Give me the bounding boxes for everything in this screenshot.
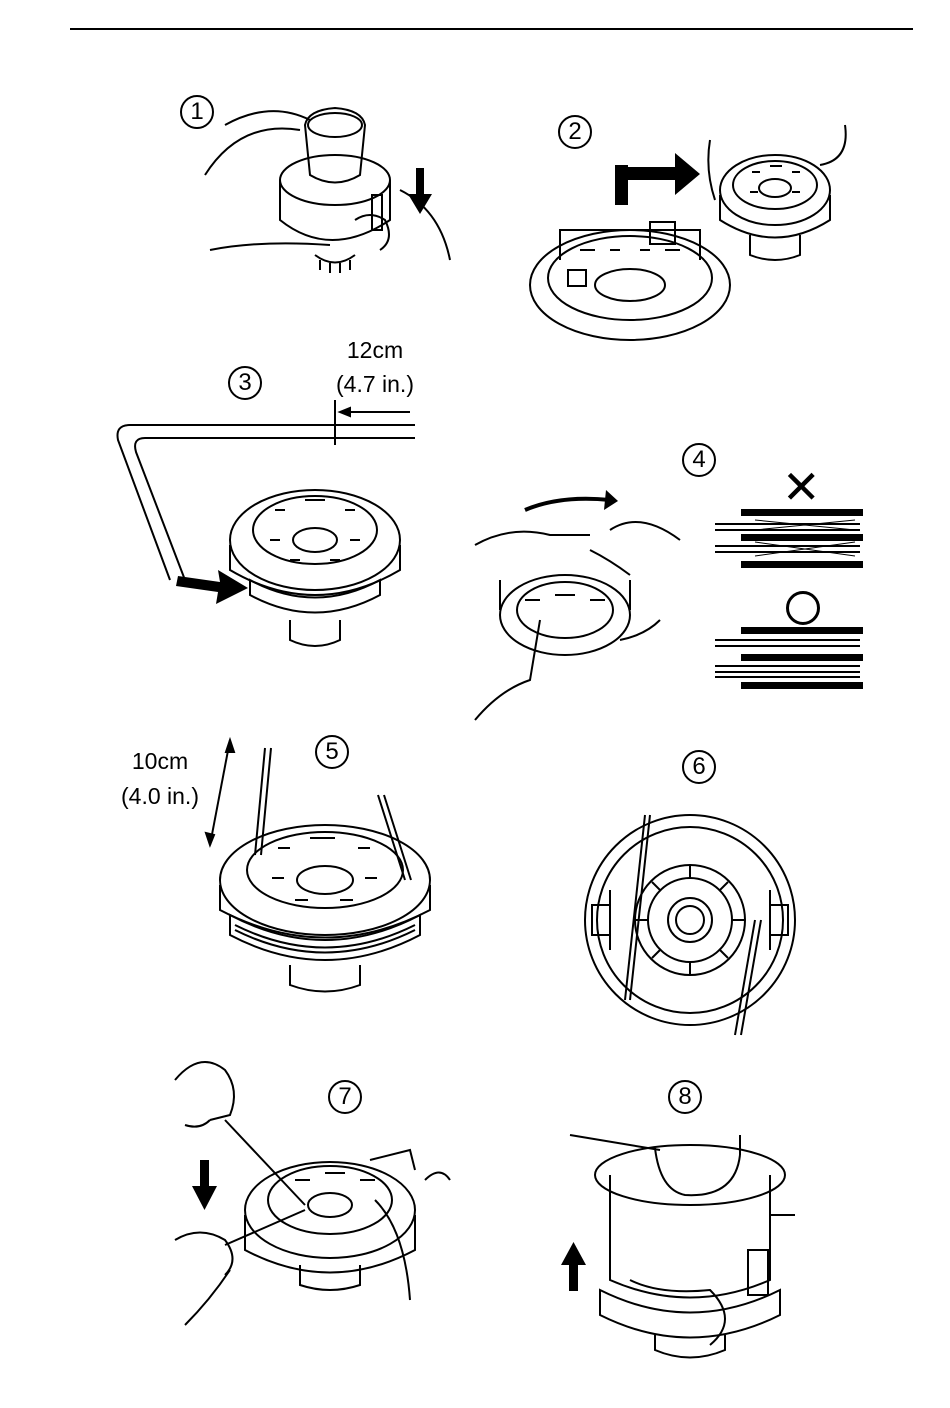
- arrow-down-icon: [408, 168, 432, 214]
- arrow-down-icon: [192, 1160, 217, 1210]
- step-7-panel: 7: [170, 1030, 470, 1330]
- step-7-illustration: [170, 1030, 470, 1330]
- step-5-panel: 5 10cm (4.0 in.): [100, 730, 460, 1000]
- step-4-illustration: [470, 440, 890, 730]
- step-1-panel: 1: [180, 80, 480, 280]
- step-2-panel: 2: [520, 110, 880, 350]
- step-1-illustration: [180, 80, 480, 280]
- step-8-panel: 8: [560, 1080, 820, 1370]
- step-2-illustration: [520, 110, 880, 350]
- step-3-panel: 3 12cm (4.7 in.): [100, 330, 440, 660]
- header-rule: [70, 28, 913, 30]
- step-4-panel: 4 ✕: [470, 440, 890, 730]
- step-6-illustration: [580, 750, 810, 1040]
- step-6-panel: 6: [580, 750, 810, 1040]
- arrow-right-icon: [615, 153, 700, 205]
- step-8-illustration: [560, 1080, 820, 1370]
- arrow-up-icon: [561, 1242, 586, 1291]
- step-5-illustration: [100, 730, 460, 1000]
- step-3-illustration: [100, 330, 440, 660]
